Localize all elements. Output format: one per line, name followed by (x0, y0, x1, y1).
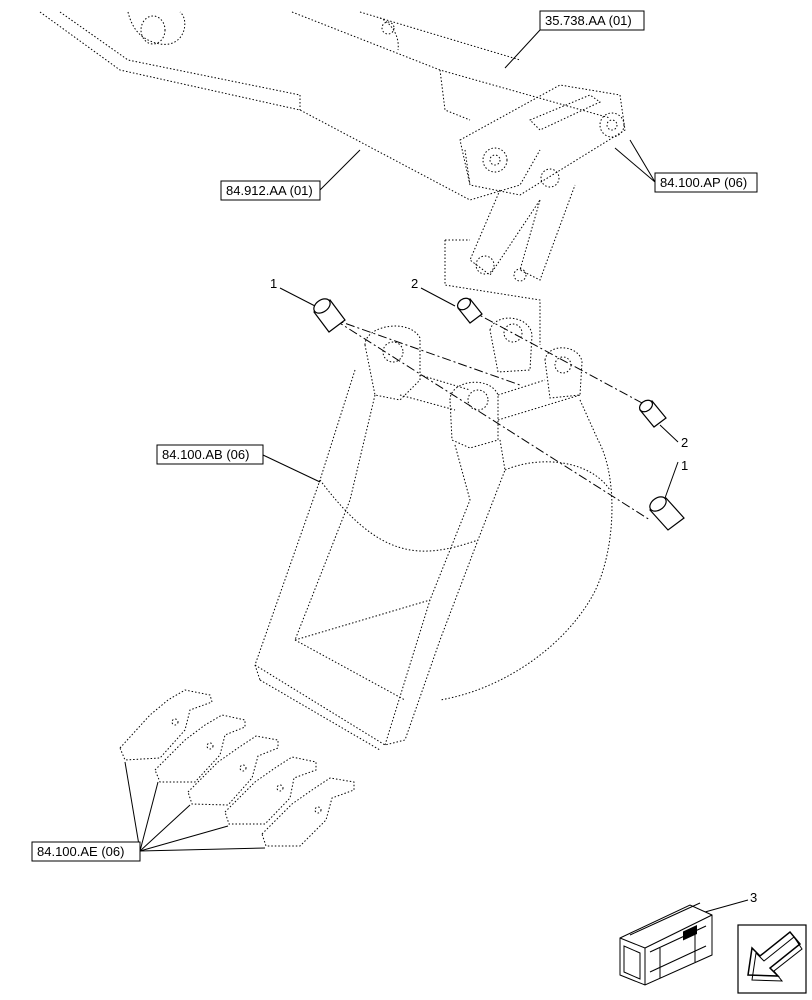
bucket-drawing (254, 317, 613, 751)
callout-1-right: 1 (681, 458, 688, 473)
ref-arm-link[interactable]: 35.738.AA (01) (539, 10, 645, 31)
teeth-drawing (119, 689, 355, 847)
ref-teeth-text: 84.100.AE (06) (37, 844, 124, 859)
ref-bucket[interactable]: 84.100.AB (06) (156, 444, 264, 465)
ref-bucket-text: 84.100.AB (06) (162, 447, 249, 462)
bushing-1-left (313, 298, 346, 333)
ref-boom[interactable]: 84.912.AA (01) (220, 180, 321, 201)
bushing-2-left (456, 297, 483, 324)
bushing-1-right (649, 496, 685, 531)
bushing-2-right (638, 399, 667, 428)
tooth-2 (154, 714, 246, 783)
callout-2-left: 2 (411, 276, 418, 291)
tooth-3 (187, 735, 279, 806)
crate-icon (619, 902, 713, 986)
ref-pins-text: 84.100.AP (06) (660, 175, 747, 190)
ref-teeth[interactable]: 84.100.AE (06) (31, 841, 141, 862)
pin-axis (329, 309, 656, 521)
leader-lines (124, 29, 749, 913)
callout-3-kit: 3 (750, 890, 757, 905)
tooth-1 (119, 689, 213, 761)
boom-arm-drawing (39, 11, 626, 345)
ref-pins[interactable]: 84.100.AP (06) (654, 172, 758, 193)
tooth-5 (261, 777, 355, 847)
ref-boom-text: 84.912.AA (01) (226, 183, 313, 198)
arrow-down-left-icon[interactable] (737, 924, 807, 994)
callout-2-right: 2 (681, 435, 688, 450)
ref-arm-link-text: 35.738.AA (01) (545, 13, 632, 28)
callout-1-left: 1 (270, 276, 277, 291)
tooth-4 (224, 756, 317, 825)
